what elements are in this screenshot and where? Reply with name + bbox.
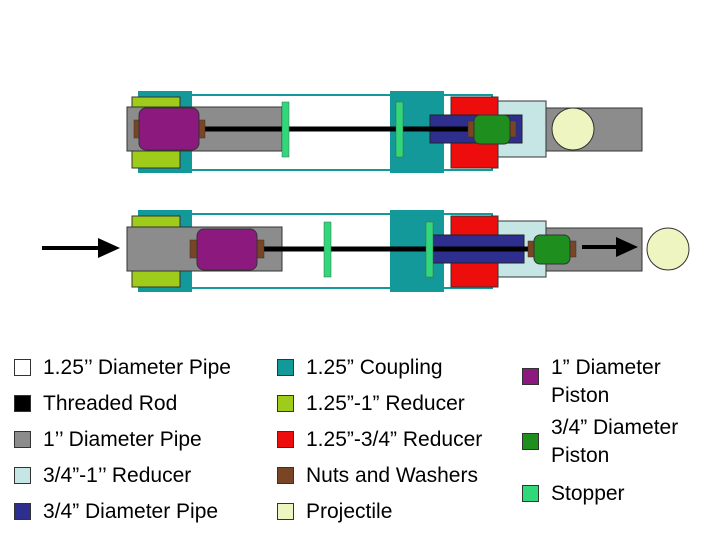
- legend-swatch: [522, 368, 539, 385]
- legend-label: 1.25”-1” Reducer: [306, 392, 465, 415]
- legend-label: 3/4” Diameter Pipe: [43, 500, 219, 523]
- legend-swatch: [14, 395, 31, 412]
- legend-label: 1.25” Coupling: [306, 356, 443, 379]
- legend-swatch: [277, 503, 294, 520]
- piston-3-4-inch: [473, 114, 511, 145]
- projectile: [551, 107, 595, 151]
- legend-swatch: [14, 503, 31, 520]
- stopper-2: [425, 221, 434, 278]
- nut-small-right: [509, 120, 517, 138]
- legend-item-1-25-diameter-pipe: 1.25’’ Diameter Pipe: [14, 354, 231, 381]
- piston-1-inch: [138, 107, 200, 151]
- legend-item-1-diameter-piston: 1” Diameter Piston: [522, 354, 661, 410]
- legend-swatch: [14, 359, 31, 376]
- legend-item-1-diameter-pipe: 1’’ Diameter Pipe: [14, 426, 202, 453]
- legend-swatch: [522, 485, 539, 502]
- legend-label: 3/4” Diameter Piston: [551, 416, 679, 467]
- legend-label: 1.25’’ Diameter Pipe: [43, 356, 231, 379]
- legend-label: Threaded Rod: [43, 392, 178, 415]
- legend-item-nuts-and-washers: Nuts and Washers: [277, 462, 478, 489]
- legend-swatch: [14, 431, 31, 448]
- nut-small-left: [527, 240, 535, 258]
- legend-item-stopper: Stopper: [522, 480, 625, 507]
- legend-item-3-4-diameter-pipe: 3/4” Diameter Pipe: [14, 498, 218, 525]
- legend-label: 1.25”-3/4” Reducer: [306, 428, 483, 451]
- legend-swatch: [277, 395, 294, 412]
- legend-item-1-25-3-4-reducer: 1.25”-3/4” Reducer: [277, 426, 482, 453]
- legend-label: Stopper: [551, 482, 625, 505]
- nut-small-right: [569, 240, 577, 258]
- legend-item-3-4-diameter-piston: 3/4” Diameter Piston: [522, 414, 678, 470]
- legend-item-1-25-coupling: 1.25” Coupling: [277, 354, 443, 381]
- launcher-diagram: [42, 91, 690, 292]
- stopper-2: [395, 101, 404, 158]
- stopper-1: [323, 221, 332, 278]
- legend-swatch: [14, 467, 31, 484]
- top-assembly: [126, 91, 643, 173]
- projectile: [646, 227, 690, 271]
- legend-label: 3/4”-1’’ Reducer: [43, 464, 192, 487]
- bottom-assembly: [42, 210, 690, 292]
- legend-label: 1” Diameter Piston: [551, 356, 661, 407]
- legend-label: 1’’ Diameter Pipe: [43, 428, 202, 451]
- legend-swatch: [522, 433, 539, 450]
- legend-item-projectile: Projectile: [277, 498, 392, 525]
- piston-3-4-inch: [533, 234, 571, 265]
- legend-swatch: [277, 431, 294, 448]
- legend-swatch: [277, 359, 294, 376]
- legend-item-1-25-1-reducer: 1.25”-1” Reducer: [277, 390, 465, 417]
- piston-1-inch: [196, 228, 258, 271]
- nut-left: [189, 239, 198, 259]
- legend-label: Nuts and Washers: [306, 464, 478, 487]
- push-arrow-head: [98, 238, 120, 258]
- legend-item-3-4-1-reducer: 3/4”-1’’ Reducer: [14, 462, 191, 489]
- legend-label: Projectile: [306, 500, 393, 523]
- nut-right: [256, 239, 265, 259]
- legend-swatch: [277, 467, 294, 484]
- stopper-1: [281, 101, 290, 158]
- launch-arrow-head: [616, 237, 638, 257]
- nut-small-left: [467, 120, 475, 138]
- legend-item-threaded-rod: Threaded Rod: [14, 390, 177, 417]
